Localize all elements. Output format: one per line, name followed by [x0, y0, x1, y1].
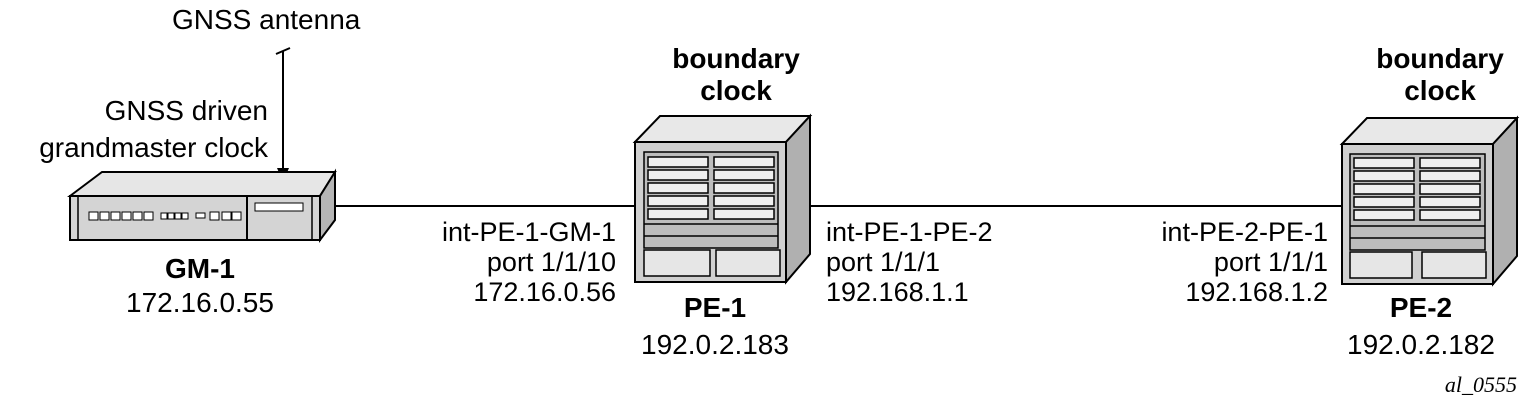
pe2-role-line2: clock — [1404, 75, 1476, 106]
gnss-antenna-label: GNSS antenna — [172, 4, 361, 35]
gm-caption-line2: grandmaster clock — [39, 132, 268, 163]
pe2-left-if-name: int-PE-2-PE-1 — [1161, 217, 1328, 247]
gm1-ip: 172.16.0.55 — [126, 287, 274, 318]
pe1-right-if-ip: 192.168.1.1 — [826, 277, 969, 307]
pe1-left-if-ip: 172.16.0.56 — [473, 277, 616, 307]
gm1-name: GM-1 — [165, 253, 235, 284]
pe1-left-if-port: port 1/1/10 — [486, 247, 616, 277]
pe2-router-icon — [1339, 115, 1520, 287]
pe1-right-if-name: int-PE-1-PE-2 — [826, 217, 993, 247]
pe2-name: PE-2 — [1389, 292, 1453, 323]
pe1-name: PE-1 — [683, 292, 747, 323]
pe1-ip: 192.0.2.183 — [641, 329, 789, 360]
gnss-antenna-icon — [275, 47, 291, 182]
pe1-role-line2: clock — [700, 75, 772, 106]
pe1-router-icon — [632, 113, 813, 285]
pe2-left-if-ip: 192.168.1.2 — [1185, 277, 1328, 307]
figure-id: al_0555 — [1444, 372, 1517, 397]
pe2-role-line1: boundary — [1376, 43, 1504, 74]
pe1-right-if-port: port 1/1/1 — [826, 247, 941, 277]
pe1-left-if-name: int-PE-1-GM-1 — [441, 217, 616, 247]
pe2-left-if-port: port 1/1/1 — [1213, 247, 1328, 277]
gm-caption-line1: GNSS driven — [104, 95, 268, 126]
pe2-ip: 192.0.2.182 — [1347, 329, 1495, 360]
pe1-role-line1: boundary — [672, 43, 800, 74]
grandmaster-device-icon — [67, 168, 337, 243]
